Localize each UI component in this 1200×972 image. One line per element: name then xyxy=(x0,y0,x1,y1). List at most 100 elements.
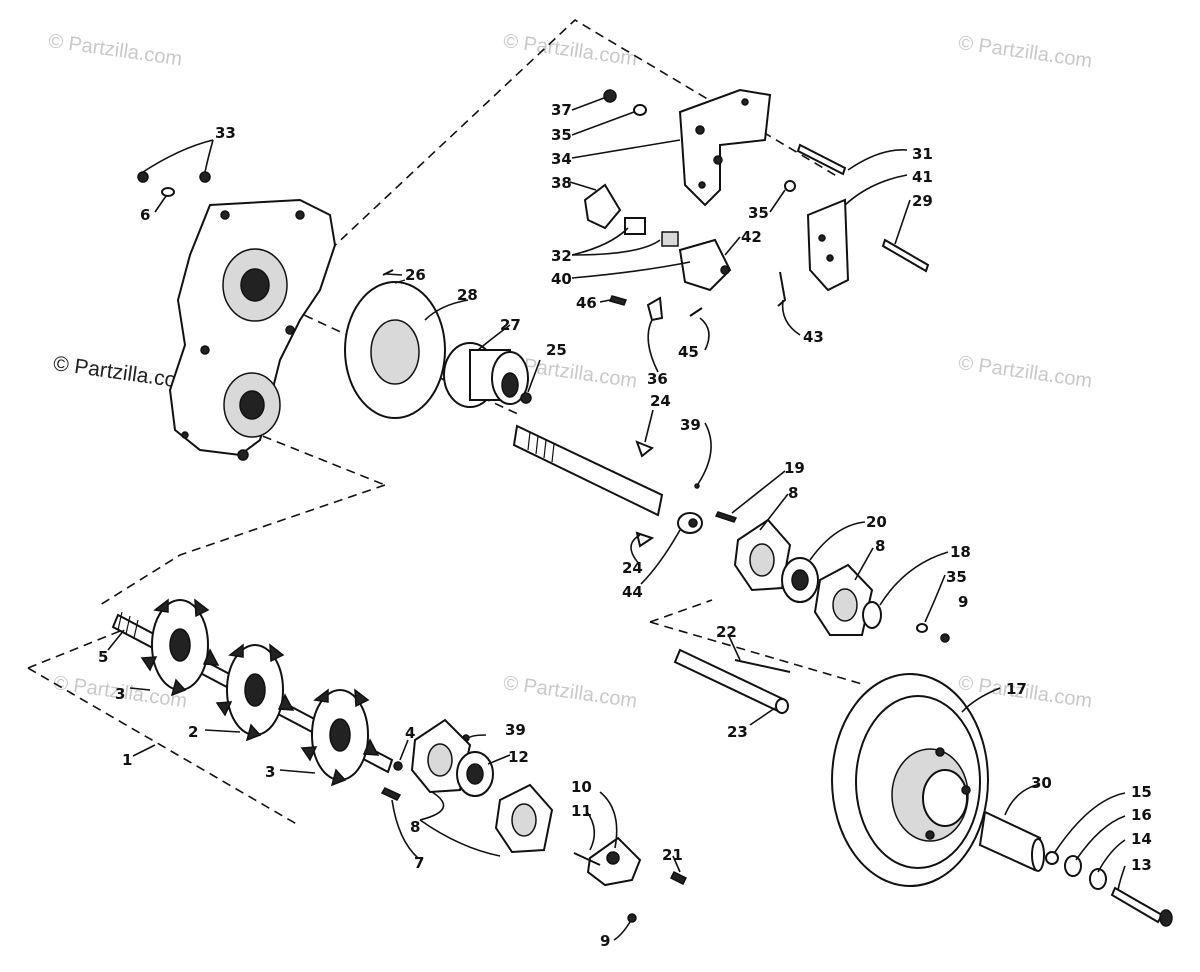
callout-37: 37 xyxy=(551,101,572,119)
brake-pad xyxy=(624,217,646,235)
callout-40: 40 xyxy=(551,270,572,288)
callout-42: 42 xyxy=(741,228,762,246)
callout-3: 3 xyxy=(265,763,275,781)
leader-lines xyxy=(107,97,1126,941)
callout-10: 10 xyxy=(571,778,592,796)
callout-24: 24 xyxy=(622,559,643,577)
spring xyxy=(777,271,787,307)
set-screw xyxy=(694,483,700,489)
callout-24: 24 xyxy=(650,392,671,410)
callout-6: 6 xyxy=(140,206,150,224)
callout-22: 22 xyxy=(716,623,737,641)
callout-39: 39 xyxy=(680,416,701,434)
callout-32: 32 xyxy=(551,247,572,265)
callout-18: 18 xyxy=(950,543,971,561)
callout-44: 44 xyxy=(622,583,643,601)
cotter-pin xyxy=(573,852,601,866)
chaincase-housing xyxy=(168,198,337,461)
callout-41: 41 xyxy=(912,168,933,186)
callout-5: 5 xyxy=(98,648,108,666)
brake-rotor xyxy=(831,673,989,887)
callout-9: 9 xyxy=(600,932,610,950)
nut xyxy=(627,913,637,923)
bolt xyxy=(382,269,394,276)
bushing xyxy=(784,180,796,192)
spacer xyxy=(978,810,1042,872)
drive-sprocket xyxy=(215,643,295,742)
bolt xyxy=(669,870,688,886)
cotter-pin xyxy=(689,307,703,317)
callout-17: 17 xyxy=(1006,680,1027,698)
key xyxy=(635,440,654,458)
pin xyxy=(393,761,403,771)
callout-35: 35 xyxy=(551,126,572,144)
callout-45: 45 xyxy=(678,343,699,361)
callout-36: 36 xyxy=(647,370,668,388)
brake-pad xyxy=(583,183,622,230)
callout-9: 9 xyxy=(958,593,968,611)
brake-lever xyxy=(646,296,664,322)
washer xyxy=(1045,851,1059,865)
washer xyxy=(161,187,175,197)
roll-pin xyxy=(734,659,791,673)
bolt xyxy=(796,143,847,176)
driven-shaft xyxy=(512,424,664,517)
washer xyxy=(916,623,928,633)
callout-8: 8 xyxy=(875,537,885,555)
callout-34: 34 xyxy=(551,150,572,168)
pin xyxy=(608,295,628,306)
callout-35: 35 xyxy=(748,204,769,222)
nut xyxy=(520,392,532,404)
callout-3: 3 xyxy=(115,685,125,703)
callout-26: 26 xyxy=(405,266,426,284)
caliper-bracket xyxy=(678,88,772,207)
callout-33: 33 xyxy=(215,124,236,142)
callout-12: 12 xyxy=(508,748,529,766)
callout-38: 38 xyxy=(551,174,572,192)
callout-11: 11 xyxy=(571,802,592,820)
callout-35: 35 xyxy=(946,568,967,586)
callout-2: 2 xyxy=(188,723,198,741)
key xyxy=(635,531,655,548)
callout-25: 25 xyxy=(546,341,567,359)
brake-hub xyxy=(443,342,529,408)
callout-23: 23 xyxy=(727,723,748,741)
callout-1: 1 xyxy=(122,751,132,769)
callout-29: 29 xyxy=(912,192,933,210)
bolt xyxy=(714,511,738,523)
bolt xyxy=(380,787,402,801)
callout-7: 7 xyxy=(414,854,424,872)
caliper-bracket xyxy=(806,198,850,292)
callout-20: 20 xyxy=(866,513,887,531)
cap-screw xyxy=(1110,886,1164,924)
callout-31: 31 xyxy=(912,145,933,163)
bolt xyxy=(881,238,930,273)
caliper xyxy=(678,238,732,292)
lock-washer xyxy=(1064,855,1082,877)
callout-16: 16 xyxy=(1131,806,1152,824)
callout-19: 19 xyxy=(784,459,805,477)
drive-sprocket xyxy=(300,688,380,787)
callout-46: 46 xyxy=(576,294,597,312)
callout-13: 13 xyxy=(1131,856,1152,874)
idler-shaft xyxy=(673,648,787,714)
callouts: 33 6 37 35 34 38 32 40 46 42 35 31 41 29… xyxy=(98,101,1152,950)
callout-27: 27 xyxy=(500,316,521,334)
nut xyxy=(137,171,149,183)
callout-14: 14 xyxy=(1131,830,1152,848)
brake-disc xyxy=(344,279,446,419)
brake-pad xyxy=(661,231,679,247)
callout-30: 30 xyxy=(1031,774,1052,792)
snap-ring xyxy=(862,601,882,629)
bushing xyxy=(633,104,647,116)
callout-39: 39 xyxy=(505,721,526,739)
callout-43: 43 xyxy=(803,328,824,346)
callout-4: 4 xyxy=(405,724,415,742)
callout-15: 15 xyxy=(1131,783,1152,801)
nut xyxy=(199,171,211,183)
callout-8: 8 xyxy=(788,484,798,502)
nut xyxy=(603,89,617,103)
callout-28: 28 xyxy=(457,286,478,304)
callout-8: 8 xyxy=(410,818,420,836)
washer xyxy=(1089,868,1107,890)
